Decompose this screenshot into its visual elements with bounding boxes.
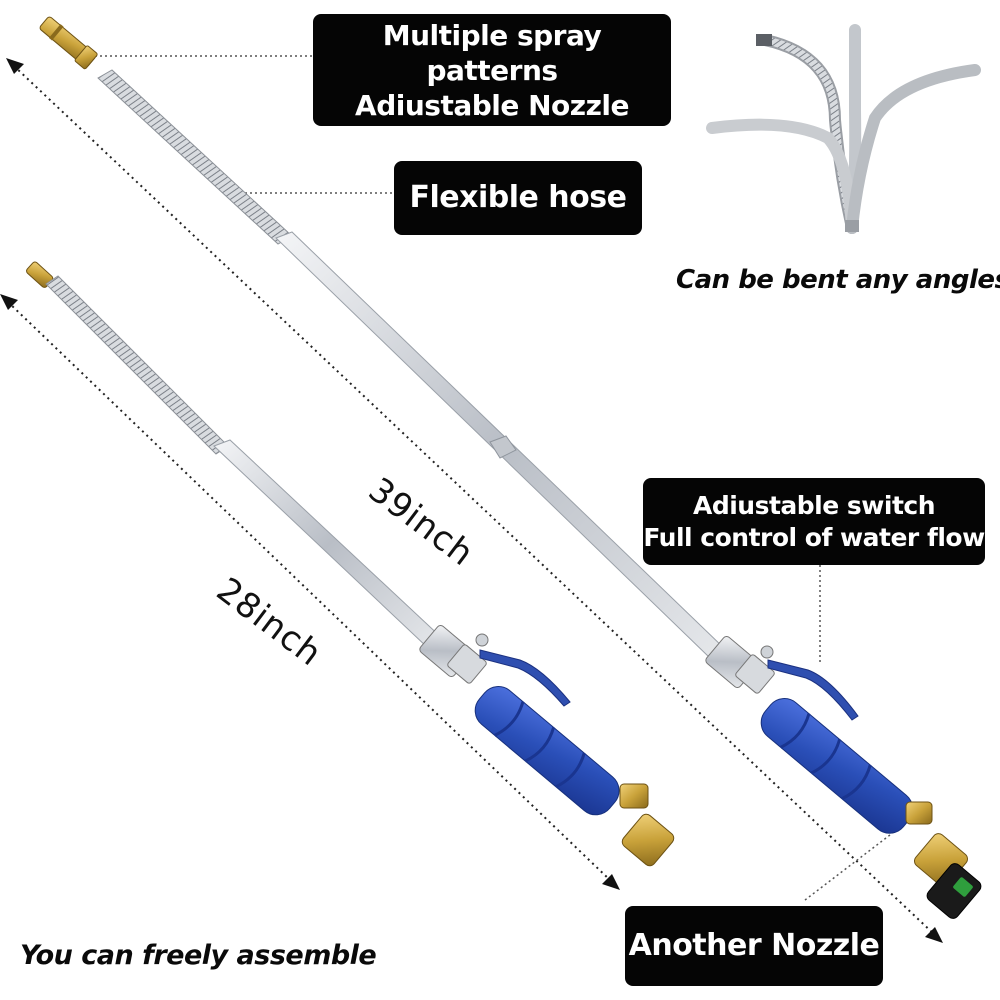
bent-hose-illustration [706, 24, 981, 234]
caption-bent-angles: Can be bent any angles [676, 265, 1000, 295]
adjustable-nozzle [39, 16, 98, 70]
label-switch-line2: Full control of water flow [643, 522, 985, 552]
long-wand [39, 16, 982, 919]
label-another-nozzle-text: Another Nozzle [628, 928, 880, 964]
measure-arrow-long [6, 58, 943, 943]
label-hose-text: Flexible hose [409, 180, 627, 216]
valve-body [705, 635, 775, 694]
label-flexible-hose: Flexible hose [394, 161, 642, 235]
switch-lever [767, 659, 859, 721]
short-switch-lever [479, 649, 571, 707]
label-adjustable-switch: Adiustable switch Full control of water … [643, 478, 985, 565]
label-switch-line1: Adiustable switch [692, 491, 936, 521]
label-another-nozzle: Another Nozzle [625, 906, 883, 986]
blue-grip [760, 698, 914, 834]
short-wand [26, 261, 675, 867]
label-adjustable-nozzle: Multiple spray patterns Adiustable Nozzl… [313, 14, 671, 126]
short-valve-body [419, 624, 489, 684]
caption-freely-assemble: You can freely assemble [20, 940, 377, 971]
label-nozzle-line1: Multiple spray patterns [382, 18, 602, 87]
flexible-hose [97, 69, 293, 245]
another-nozzle [926, 863, 982, 919]
label-nozzle-line2: Adiustable Nozzle [355, 88, 629, 122]
short-hose-connector [619, 783, 675, 867]
measure-arrow-short [0, 294, 620, 890]
short-blue-grip [474, 686, 620, 816]
